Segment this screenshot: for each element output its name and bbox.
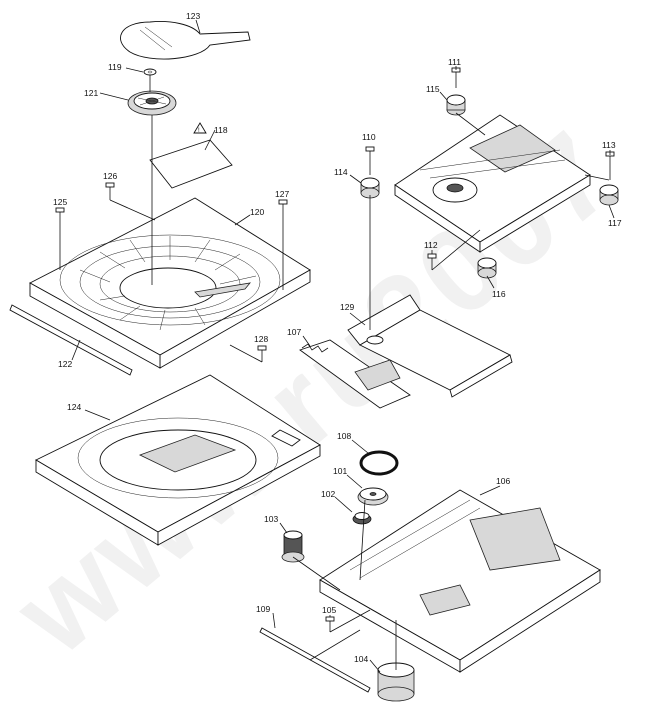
label-114: 114 <box>334 167 348 177</box>
tray-holder-120 <box>29 197 311 369</box>
motor-104 <box>377 655 415 702</box>
label-124: 124 <box>67 402 81 412</box>
label-106: 106 <box>496 476 510 486</box>
label-125: 125 <box>53 197 67 207</box>
label-118: 118 <box>214 125 228 135</box>
label-113: 113 <box>602 140 616 150</box>
svg-text:!: ! <box>198 128 200 134</box>
washer-119 <box>143 68 157 76</box>
pulley-101 <box>357 487 389 506</box>
traverse-mechanism <box>394 114 591 253</box>
clamper-121 <box>127 90 177 116</box>
bracket-129 <box>347 294 513 398</box>
label-112: 112 <box>424 240 438 250</box>
damper-115 <box>446 94 466 116</box>
strip-122 <box>9 304 133 376</box>
chassis-106 <box>319 489 601 673</box>
screw-128 <box>257 345 267 362</box>
screw-110 <box>365 146 375 175</box>
label-108: 108 <box>337 431 351 441</box>
screw-111 <box>451 67 461 88</box>
disc-tray-124 <box>35 374 321 546</box>
label-127: 127 <box>275 189 289 199</box>
label-102: 102 <box>321 489 335 499</box>
label-sheet-118: ! <box>149 122 233 189</box>
label-122: 122 <box>58 359 72 369</box>
label-103: 103 <box>264 514 278 524</box>
label-111: 111 <box>448 57 461 67</box>
label-123: 123 <box>186 11 200 21</box>
label-116: 116 <box>492 289 506 299</box>
label-117: 117 <box>608 218 622 228</box>
belt-108 <box>359 450 399 476</box>
damper-116 <box>477 257 497 279</box>
label-101: 101 <box>333 466 347 476</box>
label-110: 110 <box>362 132 376 142</box>
damper-114 <box>360 177 380 199</box>
gear-103 <box>281 530 305 563</box>
label-104: 104 <box>354 654 368 664</box>
label-126: 126 <box>103 171 117 181</box>
label-119: 119 <box>108 62 122 72</box>
label-115: 115 <box>426 84 440 94</box>
label-128: 128 <box>254 334 268 344</box>
leader-lines <box>71 19 615 673</box>
screw-126 <box>105 182 115 200</box>
guide-lines <box>59 75 610 661</box>
slide-cam-107 <box>299 339 411 409</box>
label-129: 129 <box>340 302 354 312</box>
label-121: 121 <box>84 88 98 98</box>
screw-127 <box>278 199 288 218</box>
label-105: 105 <box>322 605 336 615</box>
screw-105 <box>325 616 335 632</box>
label-109: 109 <box>256 604 270 614</box>
label-120: 120 <box>250 207 264 217</box>
screw-125 <box>55 207 65 226</box>
flex-cable-123 <box>120 21 251 60</box>
gear-102 <box>352 512 372 525</box>
damper-117 <box>599 184 619 206</box>
strip-109 <box>259 627 371 693</box>
label-107: 107 <box>287 327 301 337</box>
